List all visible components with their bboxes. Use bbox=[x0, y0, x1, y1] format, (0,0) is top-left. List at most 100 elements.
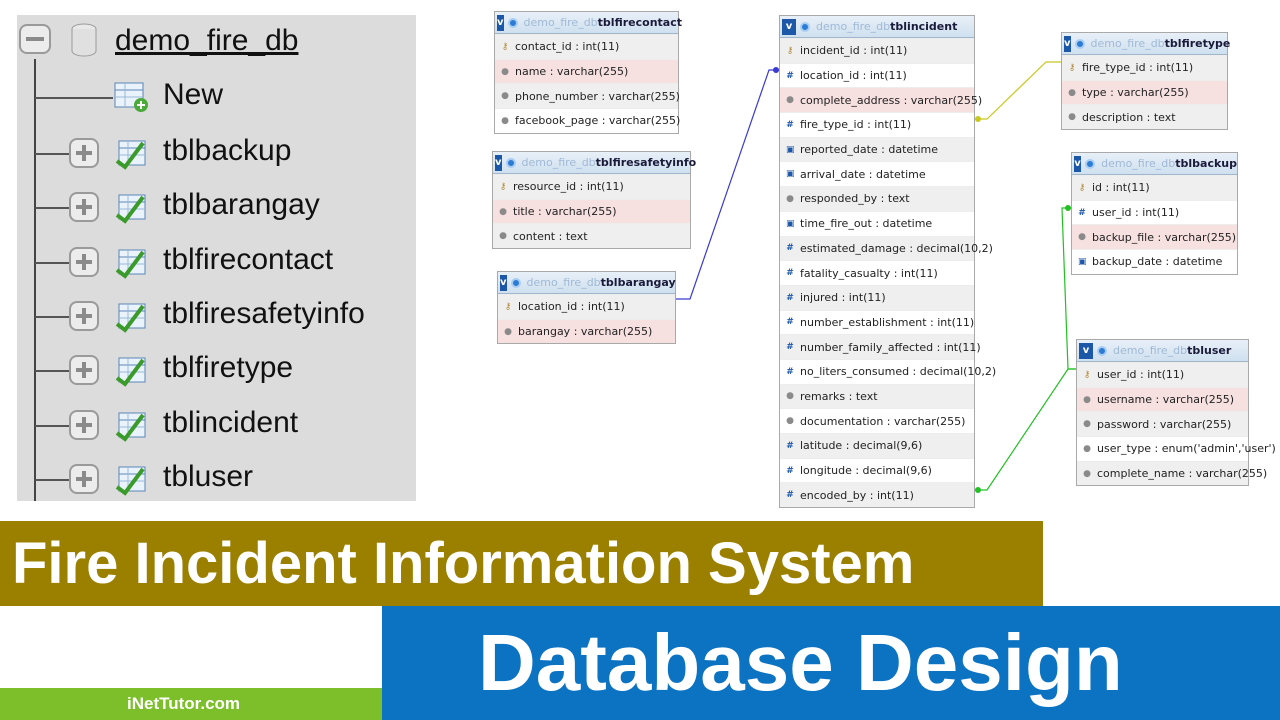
tree-node-table[interactable]: tblfiresafetyinfo bbox=[17, 294, 416, 338]
tree-node-table[interactable]: tblincident bbox=[17, 403, 416, 447]
table-options-icon[interactable] bbox=[1085, 158, 1096, 169]
table-field-row[interactable]: ▣backup_date : datetime bbox=[1072, 249, 1237, 274]
expand-icon[interactable] bbox=[69, 463, 99, 494]
expand-icon[interactable] bbox=[69, 192, 99, 223]
collapse-icon[interactable] bbox=[19, 24, 51, 54]
table-field-row[interactable]: ●complete_address : varchar(255) bbox=[780, 87, 982, 113]
table-field-row[interactable]: #fire_type_id : int(11) bbox=[780, 112, 974, 137]
site-name[interactable]: iNetTutor.com bbox=[127, 694, 241, 713]
table-field-row[interactable]: ⚷resource_id : int(11) bbox=[493, 174, 690, 199]
tree-table-label[interactable]: tblfiresafetyinfo bbox=[163, 296, 365, 330]
table-field-row[interactable]: ●type : varchar(255) bbox=[1062, 79, 1227, 105]
database-name[interactable]: demo_fire_db bbox=[115, 24, 299, 57]
expand-icon[interactable] bbox=[69, 409, 99, 440]
tree-table-label[interactable]: tblincident bbox=[163, 405, 299, 439]
table-field-row[interactable]: ⚷contact_id : int(11) bbox=[495, 34, 678, 59]
tree-table-label[interactable]: tblfirecontact bbox=[163, 242, 334, 276]
table-field-row[interactable]: #estimated_damage : decimal(10,2) bbox=[780, 235, 993, 261]
collapse-v-icon[interactable]: v bbox=[497, 14, 504, 31]
table-field-row[interactable]: ●facebook_page : varchar(255) bbox=[495, 108, 680, 133]
expand-icon[interactable] bbox=[69, 300, 99, 331]
primary-key-icon: ⚷ bbox=[1083, 369, 1091, 380]
table-field-row[interactable]: ⚷id : int(11) bbox=[1072, 175, 1237, 200]
table-field-row[interactable]: ▣reported_date : datetime bbox=[780, 136, 974, 162]
table-field-row[interactable]: ●content : text bbox=[493, 223, 690, 249]
table-field-row[interactable]: ●remarks : text bbox=[780, 383, 974, 409]
table-options-icon[interactable] bbox=[1097, 345, 1107, 356]
expand-icon[interactable] bbox=[69, 355, 99, 386]
table-field-row[interactable]: ●barangay : varchar(255) bbox=[498, 318, 675, 344]
table-options-icon[interactable] bbox=[1074, 38, 1085, 49]
table-field-row[interactable]: #location_id : int(11) bbox=[780, 62, 974, 88]
collapse-v-icon[interactable]: v bbox=[1074, 155, 1082, 172]
tree-node-new[interactable]: New bbox=[17, 75, 416, 119]
numeric-field-icon: # bbox=[786, 342, 794, 353]
table-field-row[interactable]: ▣arrival_date : datetime bbox=[780, 161, 974, 186]
tree-table-label[interactable]: tbluser bbox=[163, 459, 254, 493]
table-field-row[interactable]: ●complete_name : varchar(255) bbox=[1077, 460, 1267, 486]
tree-node-table[interactable]: tbluser bbox=[17, 457, 416, 501]
table-field-row[interactable]: #no_liters_consumed : decimal(10,2) bbox=[780, 358, 996, 384]
table-field-row[interactable]: ⚷incident_id : int(11) bbox=[780, 38, 974, 63]
tree-node-table[interactable]: tblbarangay bbox=[17, 185, 416, 229]
collapse-v-icon[interactable]: v bbox=[1079, 342, 1093, 359]
table-field-row[interactable]: #longitude : decimal(9,6) bbox=[780, 457, 974, 483]
table-options-icon[interactable] bbox=[505, 157, 516, 168]
table-field-row[interactable]: ⚷fire_type_id : int(11) bbox=[1062, 55, 1227, 80]
table-field-row[interactable]: ●user_type : enum('admin','user') bbox=[1077, 436, 1276, 461]
table-icon bbox=[115, 140, 146, 170]
field-label: contact_id : int(11) bbox=[515, 40, 620, 54]
tree-node-database[interactable]: demo_fire_db bbox=[17, 15, 416, 59]
expand-icon[interactable] bbox=[69, 138, 99, 168]
table-field-row[interactable]: #fatality_casualty : int(11) bbox=[780, 260, 974, 285]
tree-table-label[interactable]: tblbarangay bbox=[163, 188, 320, 222]
table-field-row[interactable]: ●documentation : varchar(255) bbox=[780, 408, 974, 433]
table-field-row[interactable]: ⚷location_id : int(11) bbox=[498, 294, 675, 319]
table-field-row[interactable]: ●username : varchar(255) bbox=[1077, 386, 1248, 412]
table-field-row[interactable]: #number_family_affected : int(11) bbox=[780, 334, 981, 359]
collapse-v-icon[interactable]: v bbox=[500, 274, 507, 291]
table-field-row[interactable]: ●description : text bbox=[1062, 104, 1227, 130]
tree-table-label[interactable]: tblfiretype bbox=[163, 351, 294, 385]
new-label[interactable]: New bbox=[163, 78, 224, 111]
tree-node-table[interactable]: tblfirecontact bbox=[17, 240, 416, 284]
table-field-row[interactable]: ▣time_fire_out : datetime bbox=[780, 210, 974, 236]
table-field-row[interactable]: #user_id : int(11) bbox=[1072, 199, 1237, 225]
table-field-row[interactable]: ⚷user_id : int(11) bbox=[1077, 362, 1248, 387]
table-options-icon[interactable] bbox=[800, 21, 810, 32]
expand-icon[interactable] bbox=[69, 246, 99, 277]
table-field-row[interactable]: ●name : varchar(255) bbox=[495, 58, 678, 84]
tree-node-table[interactable]: tblfiretype bbox=[17, 348, 416, 392]
table-field-row[interactable]: ●title : varchar(255) bbox=[493, 198, 690, 224]
collapse-v-icon[interactable]: v bbox=[495, 154, 502, 171]
collapse-v-icon[interactable]: v bbox=[782, 18, 796, 35]
table-field-row[interactable]: ●phone_number : varchar(255) bbox=[495, 83, 680, 109]
table-options-icon[interactable] bbox=[507, 17, 518, 28]
collapse-v-icon[interactable]: v bbox=[1064, 35, 1071, 52]
numeric-field-icon: # bbox=[786, 268, 794, 279]
tree-table-label[interactable]: tblbackup bbox=[163, 134, 292, 167]
tree-node-table[interactable]: tblbackup bbox=[17, 131, 416, 175]
table-options-icon[interactable] bbox=[510, 277, 521, 288]
table-field-row[interactable]: ●password : varchar(255) bbox=[1077, 411, 1248, 437]
table-field-row[interactable]: #encoded_by : int(11) bbox=[780, 482, 974, 508]
table-field-row[interactable]: #number_establishment : int(11) bbox=[780, 309, 974, 335]
table-field-row[interactable]: ●backup_file : varchar(255) bbox=[1072, 224, 1237, 250]
table-field-row[interactable]: #latitude : decimal(9,6) bbox=[780, 433, 974, 458]
table-field-row[interactable]: ●responded_by : text bbox=[780, 186, 974, 211]
table-field-row[interactable]: #injured : int(11) bbox=[780, 284, 974, 310]
